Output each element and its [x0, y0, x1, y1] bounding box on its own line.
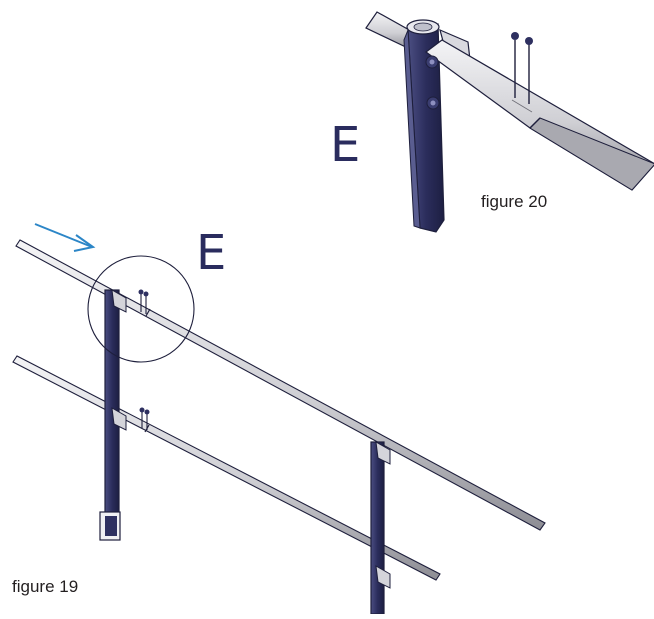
bolt-icon [511, 32, 533, 104]
right-post [370, 441, 391, 615]
direction-arrow-icon [34, 223, 96, 252]
detail-rail-right [424, 39, 654, 191]
detail-callout-circle [87, 255, 195, 363]
left-post [99, 289, 127, 541]
detail-callout-label: E [330, 117, 361, 173]
detail-post [403, 19, 445, 233]
top-rail [15, 239, 546, 531]
figure-20-caption: figure 20 [481, 192, 548, 211]
overview-callout-label: E [196, 225, 227, 281]
bolt-icon [138, 289, 150, 430]
detail-view [365, 11, 654, 233]
overview-view [12, 223, 546, 615]
detail-post-bolts [425, 55, 440, 110]
figure-19-caption: figure 19 [12, 577, 79, 596]
